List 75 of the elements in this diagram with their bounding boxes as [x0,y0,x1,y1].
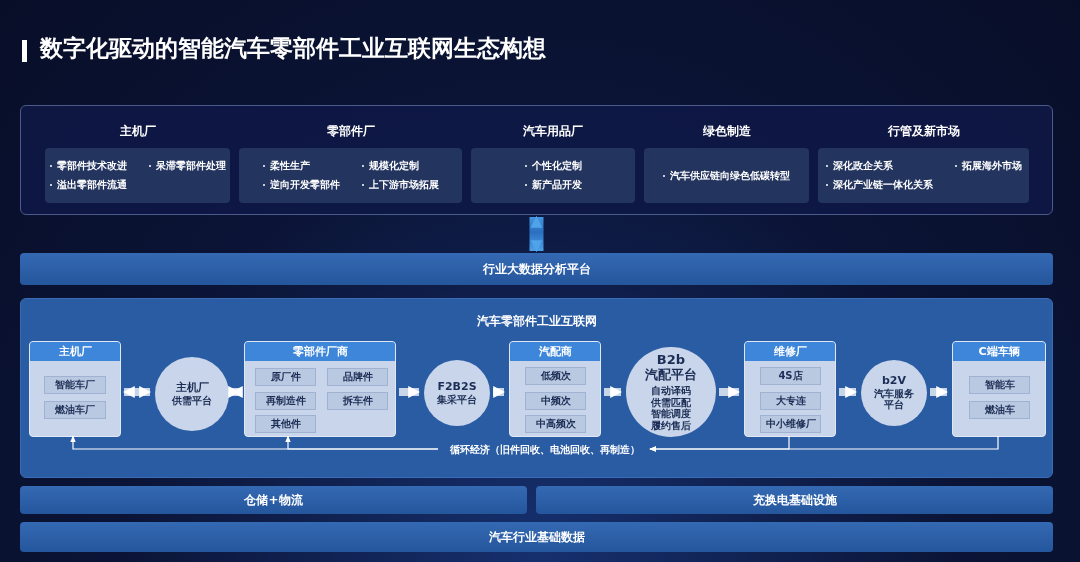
item-box: 中高频次 [525,415,586,433]
bullet-item: 深化政企关系 [825,159,933,173]
panel-heading: 汽车零部件工业互联网 [475,313,598,330]
entity-card [952,341,1046,437]
item-box: 4S店 [760,367,821,385]
card-header: 汽配商 [510,342,600,361]
page-title: 数字化驱动的智能汽车零部件工业互联网生态构想 [40,34,546,63]
group-heading: 汽车用品厂 [522,123,584,140]
item-box: 原厂件 [255,368,316,386]
item-box: 燃油车 [969,401,1030,419]
bullet-item: 新产品开发 [524,178,582,192]
circle-text: 主机厂 [175,381,209,395]
item-box: 智能车厂 [44,376,106,394]
group-heading: 行管及新市场 [886,123,961,140]
bullet-item: 呆滞零部件处理 [148,159,226,173]
flow-arrow [228,386,243,398]
card-header: 零部件厂商 [245,342,395,361]
entity-card [244,341,396,437]
bullet-item: 汽车供应链向绿色低碳转型 [663,168,790,183]
platform-bar [20,522,1053,552]
circle-text: 汽配平台 [645,367,697,383]
bar-label: 汽车行业基础数据 [488,528,585,546]
card-header: C端车辆 [953,342,1045,361]
bullet-item: 溢出零部件流通 [49,178,127,192]
circle-text: 供需平台 [172,394,212,407]
flow-arrow [122,386,152,398]
bar-label: 仓储+物流 [244,491,303,509]
item-box: 燃油车厂 [44,401,106,419]
platform-panel [20,298,1053,478]
flow-arrow [399,386,421,398]
item-box: 品牌件 [327,368,388,386]
bullet-item: 个性化定制 [524,159,582,173]
circle-text: 汽车服务平台 [874,387,914,411]
group-heading: 主机厂 [118,123,157,140]
bullet-item: 零部件技术改进 [49,159,127,173]
item-box: 低频次 [525,367,586,385]
flow-arrow [604,386,623,398]
entity-card [509,341,601,437]
bullet-item: 柔性生产 [262,159,340,173]
bar-label: 行业大数据分析平台 [482,260,591,278]
scope-panel [20,105,1053,215]
platform-bar [20,486,527,514]
platform-bar [536,486,1053,514]
bar-label: 充换电基础设施 [752,491,837,509]
connector-arrow [649,435,999,452]
item-box: 中频次 [525,392,586,410]
item-box: 中小维修厂 [760,415,821,433]
item-box: 智能车 [969,376,1030,394]
circle-text: b2V [881,375,906,388]
circle-text: B2b [656,352,686,368]
bullet-item: 逆向开发零部件 [262,178,340,192]
group-heading: 零部件厂 [325,123,376,140]
bullet-item: 拓展海外市场 [954,159,1022,173]
flow-arrow [839,386,858,398]
connector-arrow [285,435,439,450]
platform-bar [20,253,1053,285]
bullet-item: 深化产业链一体化关系 [825,178,933,192]
circle-text: F2B2S [437,380,477,394]
flow-arrow [719,386,741,398]
circle-text: 集采平台 [437,393,477,406]
card-header: 维修厂 [745,342,835,361]
entity-card [744,341,836,437]
circle-text: 自动译码供需匹配智能调度履约售后 [651,385,691,432]
item-box: 其他件 [255,415,316,433]
group-heading: 绿色制造 [701,123,752,140]
flow-arrow [930,386,949,398]
item-box: 拆车件 [327,392,388,410]
flow-arrow [529,215,544,253]
flow-arrow [493,386,506,398]
item-box: 再制造件 [255,392,316,410]
entity-card [29,341,121,437]
bullet-item: 规模化定制 [361,159,439,173]
bullet-item: 上下游市场拓展 [361,178,439,192]
card-header: 主机厂 [30,342,120,361]
item-box: 大专连 [760,392,821,410]
